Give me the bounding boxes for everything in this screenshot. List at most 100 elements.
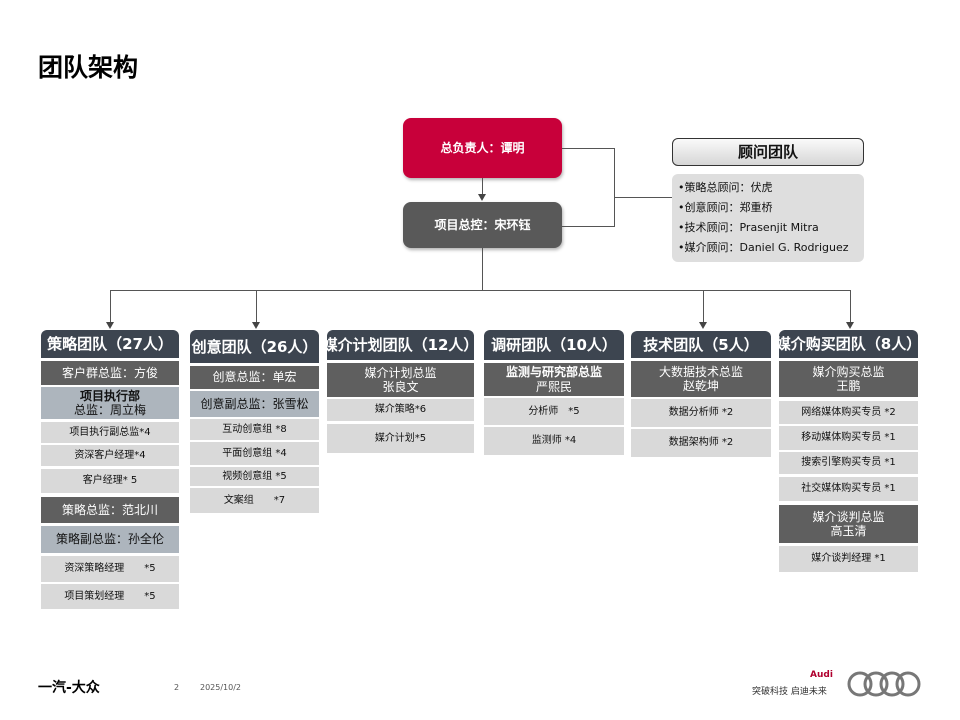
row-text: 平面创意组 *4 [222, 447, 287, 459]
member-row: 分析师 *5 [484, 398, 624, 425]
row-text: 文案组 *7 [223, 494, 286, 506]
member-row: 媒介谈判经理 *1 [779, 546, 918, 572]
member-row: 媒介策略*6 [327, 399, 474, 421]
row-text: 张良文 [382, 380, 419, 394]
member-row: 客户经理* 5 [41, 469, 179, 493]
director-row: 媒介购买总监王鹏 [779, 361, 918, 397]
director-row: 策略副总监：孙全伦 [41, 526, 179, 553]
row-text: 总监：周立梅 [73, 403, 146, 417]
row-text: 媒介计划*5 [374, 432, 427, 444]
row-text: 媒介购买总监 [812, 364, 885, 379]
row-text: 严熙民 [535, 379, 572, 394]
member-row: 资深客户经理*4 [41, 445, 179, 466]
director-row: 媒介谈判总监高玉清 [779, 505, 918, 543]
member-row: 平面创意组 *4 [190, 442, 319, 465]
connector [562, 148, 614, 149]
team-header: 媒介计划团队（12人） [323, 330, 478, 360]
row-text: 大数据技术总监 [658, 364, 743, 379]
arrow-icon [252, 322, 260, 329]
member-row: 监测师 *4 [484, 427, 624, 455]
row-text: 搜索引擎购买专员 *1 [801, 457, 896, 468]
arrow-icon [699, 322, 707, 329]
member-row: 视频创意组 *5 [190, 467, 319, 486]
director-row: 创意总监：单宏 [190, 366, 319, 389]
member-row: 社交媒体购买专员 *1 [779, 477, 918, 501]
member-row: 项目策划经理 *5 [41, 584, 179, 609]
advisor-item: •策略总顾问：伏虎 [678, 181, 773, 195]
row-text: 创意副总监：张雪松 [200, 396, 309, 411]
date: 2025/10/2 [200, 683, 242, 692]
row-text: 移动媒体购买专员 *1 [801, 432, 896, 443]
director-row: 策略总监：范北川 [41, 497, 179, 523]
row-text: 项目执行部 [79, 388, 140, 403]
row-text: 监测师 *4 [531, 435, 577, 446]
team-header: 技术团队（5人） [631, 331, 771, 358]
advisor-item: •媒介顾问：Daniel G. Rodriguez [678, 241, 849, 255]
connector [703, 290, 704, 323]
connector [482, 178, 483, 195]
row-text: 网络媒体购买专员 *2 [801, 406, 896, 418]
row-text: 项目执行副总监*4 [69, 426, 151, 438]
team-header: 策略团队（27人） [41, 330, 179, 358]
row-text: 策略副总监：孙全伦 [55, 532, 164, 547]
row-text: 视频创意组 *5 [222, 470, 287, 482]
member-row: 资深策略经理 *5 [41, 556, 179, 582]
director-row: 客户群总监：方俊 [41, 361, 179, 385]
director-row: 媒介计划总监张良文 [327, 363, 474, 397]
row-text: 资深策略经理 *5 [64, 563, 156, 574]
audi-label: Audi [810, 670, 833, 680]
team-header: 调研团队（10人） [484, 330, 624, 360]
member-row: 数据架构师 *2 [631, 429, 771, 457]
row-text: 客户群总监：方俊 [61, 365, 158, 380]
lead-box: 总负责人：谭明 [403, 118, 562, 178]
row-text: 媒介策略*6 [374, 404, 427, 415]
connector [256, 290, 257, 323]
row-text: 数据分析师 *2 [668, 407, 734, 418]
row-text: 媒介计划总监 [364, 365, 437, 380]
fawvw-logo: 一汽-大众 [38, 680, 100, 696]
connector [110, 290, 851, 291]
team-header: 媒介购买团队（8人） [776, 330, 921, 358]
director-row: 大数据技术总监赵乾坤 [631, 361, 771, 397]
slide-title: 团队架构 [38, 53, 139, 82]
row-text: 媒介谈判总监 [812, 509, 885, 524]
arrow-icon [478, 194, 486, 201]
connector [614, 197, 672, 198]
row-text: 项目策划经理 *5 [64, 590, 156, 602]
row-text: 媒介谈判经理 *1 [811, 553, 886, 564]
director-row: 项目执行部总监：周立梅 [41, 387, 179, 419]
row-text: 资深客户经理*4 [74, 449, 146, 461]
director-row: 监测与研究部总监严熙民 [484, 363, 624, 396]
row-text: 互动创意组 *8 [222, 423, 287, 435]
advisor-item: •技术顾问：Prasenjit Mitra [678, 221, 819, 235]
director-row: 创意副总监：张雪松 [190, 391, 319, 417]
row-text: 高玉清 [830, 524, 867, 538]
advisor-item: •创意顾问：郑重桥 [678, 201, 773, 215]
team-header: 创意团队（26人） [190, 330, 319, 363]
row-text: 策略总监：范北川 [61, 502, 158, 517]
connector [850, 290, 851, 323]
audi-rings-icon [847, 671, 921, 697]
row-text: 客户经理* 5 [82, 475, 138, 486]
row-text: 社交媒体购买专员 *1 [801, 483, 896, 494]
connector [482, 248, 483, 290]
member-row: 数据分析师 *2 [631, 399, 771, 427]
slogan: 突破科技 启迪未来 [752, 687, 827, 697]
row-text: 赵乾坤 [682, 379, 719, 393]
advisor-title: 顾问团队 [672, 138, 864, 166]
connector [110, 290, 111, 323]
member-row: 文案组 *7 [190, 488, 319, 513]
member-row: 搜索引擎购买专员 *1 [779, 452, 918, 474]
member-row: 网络媒体购买专员 *2 [779, 401, 918, 424]
row-text: 创意总监：单宏 [212, 370, 297, 385]
arrow-icon [846, 322, 854, 329]
row-text: 分析师 *5 [528, 405, 580, 417]
member-row: 项目执行副总监*4 [41, 422, 179, 443]
controller-box: 项目总控：宋环钰 [403, 202, 562, 248]
page-number: 2 [174, 683, 180, 692]
row-text: 监测与研究部总监 [505, 365, 602, 380]
row-text: 数据架构师 *2 [668, 437, 734, 448]
connector [614, 148, 615, 227]
member-row: 移动媒体购买专员 *1 [779, 426, 918, 450]
